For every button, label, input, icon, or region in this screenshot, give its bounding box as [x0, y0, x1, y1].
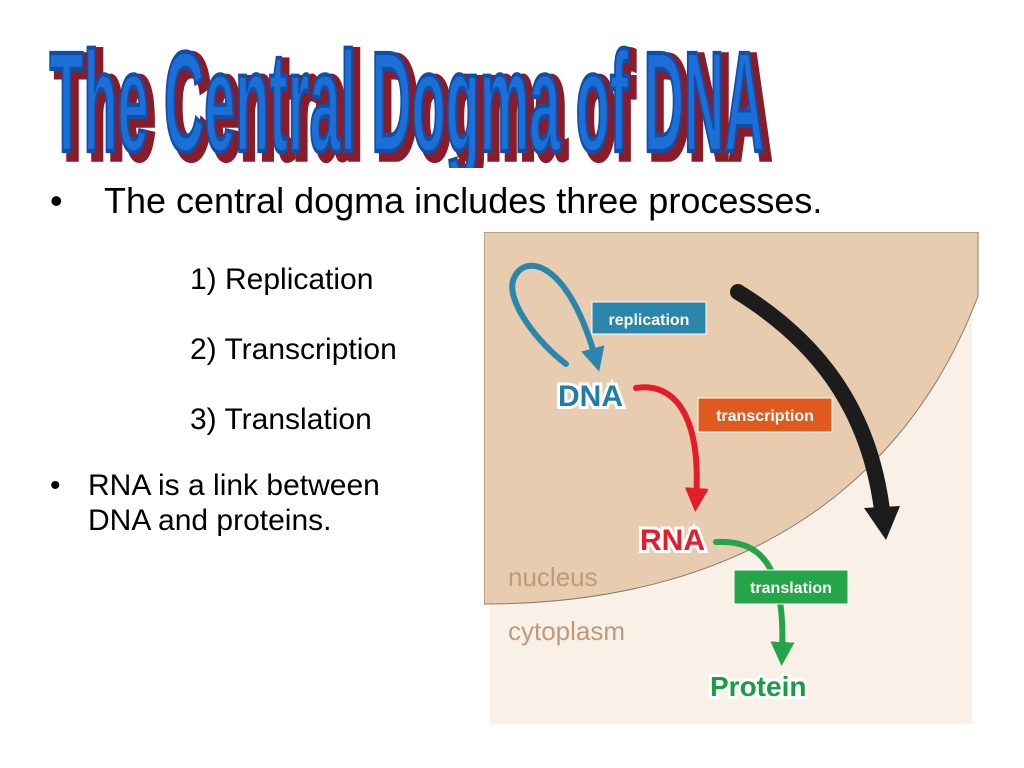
slide-title: The Central Dogma of DNA The Central Dog… [48, 20, 774, 168]
translation-label-text: translation [750, 580, 832, 597]
dna-node: DNA [558, 380, 623, 413]
overall-arrow-head [864, 506, 900, 540]
central-dogma-diagram: DNA RNA Protein replication transcriptio… [484, 232, 979, 724]
central-dogma-overall-arrow [730, 284, 890, 518]
replication-label-text: replication [609, 312, 690, 329]
rna-node: RNA [640, 524, 705, 557]
bullet-marker: • [50, 469, 61, 502]
nucleus-label: nucleus [508, 562, 598, 592]
transcription-label-text: transcription [716, 408, 814, 425]
protein-node: Protein [710, 671, 806, 702]
bullet-central-dogma: • The central dogma includes three proces… [50, 180, 822, 222]
slide-title-shadow: The Central Dogma of DNA [55, 27, 770, 168]
process-transcription: 2) Transcription [190, 333, 397, 366]
bullet-marker: • [50, 180, 63, 221]
transcription-arrow [633, 384, 709, 512]
translation-label: translation [733, 569, 849, 605]
bullet-rna-link: • RNA is a link between DNA and proteins. [50, 468, 448, 538]
translation-arrow [713, 538, 795, 666]
process-replication: 1) Replication [190, 263, 374, 296]
bullet-text: The central dogma includes three process… [104, 180, 823, 221]
bullet-text: RNA is a link between DNA and proteins. [88, 469, 380, 537]
transcription-label: transcription [697, 397, 833, 433]
process-translation: 3) Translation [190, 403, 372, 436]
cytoplasm-label: cytoplasm [508, 616, 625, 646]
slide-title-text: The Central Dogma of DNA [49, 22, 764, 168]
replication-arrow [509, 262, 605, 372]
replication-label: replication [591, 301, 707, 335]
